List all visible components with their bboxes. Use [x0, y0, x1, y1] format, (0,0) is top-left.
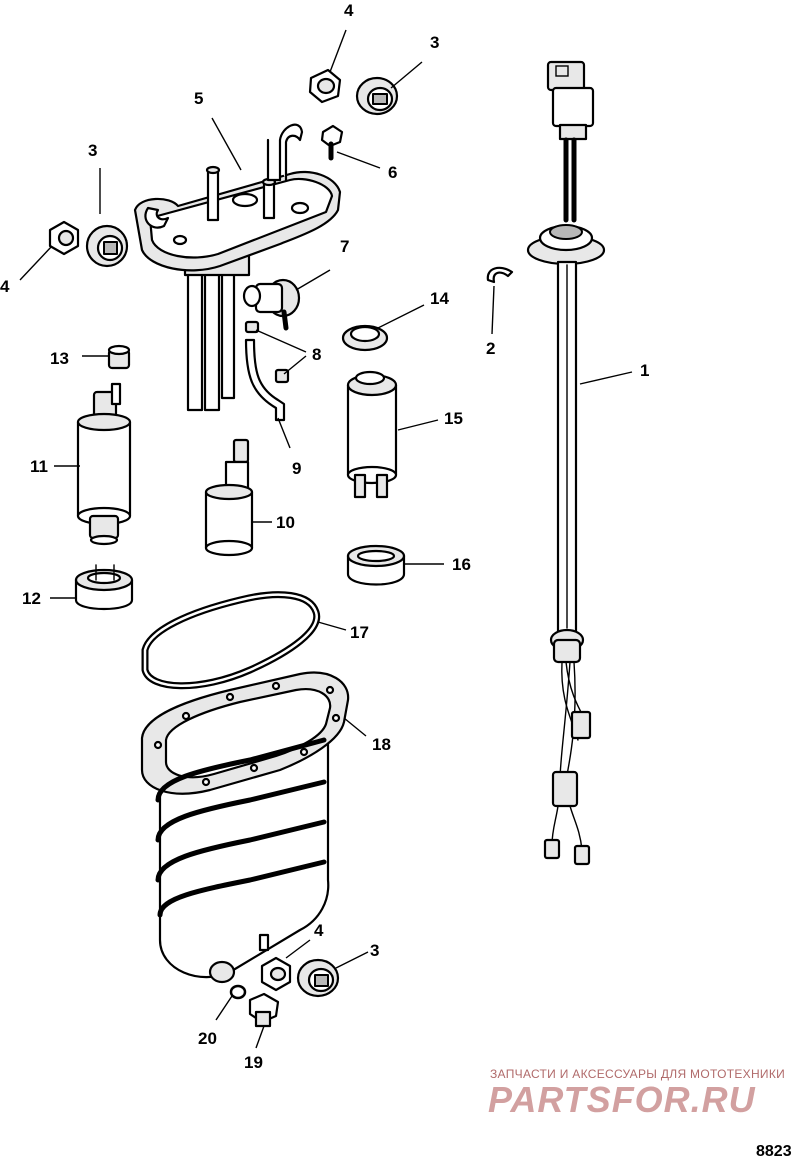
watermark: ЗАПЧАСТИ И АКСЕССУАРЫ ДЛЯ МОТОТЕХНИКИ PA… — [488, 1067, 785, 1120]
part-7-regulator — [242, 278, 301, 331]
part-8-fitting-a — [244, 320, 260, 334]
part-20-o-ring — [229, 984, 247, 1000]
callout-5: 5 — [194, 89, 203, 108]
watermark-logo: PARTSFOR.RU — [488, 1079, 756, 1120]
callout-17: 17 — [350, 623, 369, 642]
part-4-nut-left — [48, 220, 80, 256]
part-3-plug-left — [85, 224, 129, 268]
callout-18: 18 — [372, 735, 391, 754]
part-18-housing — [140, 671, 350, 984]
callout-19: 19 — [244, 1053, 263, 1072]
part-14-seal — [341, 324, 389, 352]
callout-4-bottom: 4 — [314, 921, 324, 940]
callout-14: 14 — [430, 289, 449, 308]
callout-13: 13 — [50, 349, 69, 368]
callout-8: 8 — [312, 345, 321, 364]
part-17-gasket — [141, 591, 321, 690]
leader-lines — [19, 29, 633, 1049]
callout-3-left: 3 — [88, 141, 97, 160]
part-5-cover-assembly — [133, 123, 342, 412]
part-6-screw — [320, 124, 344, 161]
callout-12: 12 — [22, 589, 41, 608]
callout-numbers: 1 2 3 4 5 6 7 8 9 10 11 12 13 14 15 16 1… — [0, 1, 649, 1072]
figure-number: 8823 — [756, 1143, 792, 1160]
callout-4-top: 4 — [344, 1, 354, 20]
part-12-filter — [74, 564, 134, 610]
watermark-tagline: ЗАПЧАСТИ И АКСЕССУАРЫ ДЛЯ МОТОТЕХНИКИ — [490, 1067, 785, 1081]
part-11-fuel-pump — [76, 382, 132, 546]
callout-3-top: 3 — [430, 33, 439, 52]
callout-11: 11 — [30, 457, 48, 476]
callout-20: 20 — [198, 1029, 217, 1048]
part-13-cap — [107, 344, 131, 370]
callout-1: 1 — [640, 361, 649, 380]
callout-6: 6 — [388, 163, 397, 182]
callout-15: 15 — [444, 409, 463, 428]
callout-2: 2 — [486, 339, 495, 358]
part-9-hose — [244, 338, 286, 422]
part-4-nut-bottom — [260, 956, 292, 992]
callout-7: 7 — [340, 237, 349, 256]
part-4-nut-top — [308, 68, 342, 104]
callout-4-left: 4 — [0, 277, 10, 296]
part-19-drain-plug — [248, 992, 280, 1028]
part-2-retaining-clip — [486, 266, 514, 284]
part-16-filter-ring — [346, 544, 406, 586]
callout-16: 16 — [452, 555, 471, 574]
part-3-plug-top — [355, 76, 399, 116]
callout-10: 10 — [276, 513, 295, 532]
part-15-pump — [346, 370, 398, 499]
part-1-harness — [526, 60, 606, 866]
callout-3-bottom: 3 — [370, 941, 379, 960]
part-10-filter-element — [204, 438, 254, 557]
part-3-plug-bottom — [296, 958, 340, 998]
callout-9: 9 — [292, 459, 301, 478]
